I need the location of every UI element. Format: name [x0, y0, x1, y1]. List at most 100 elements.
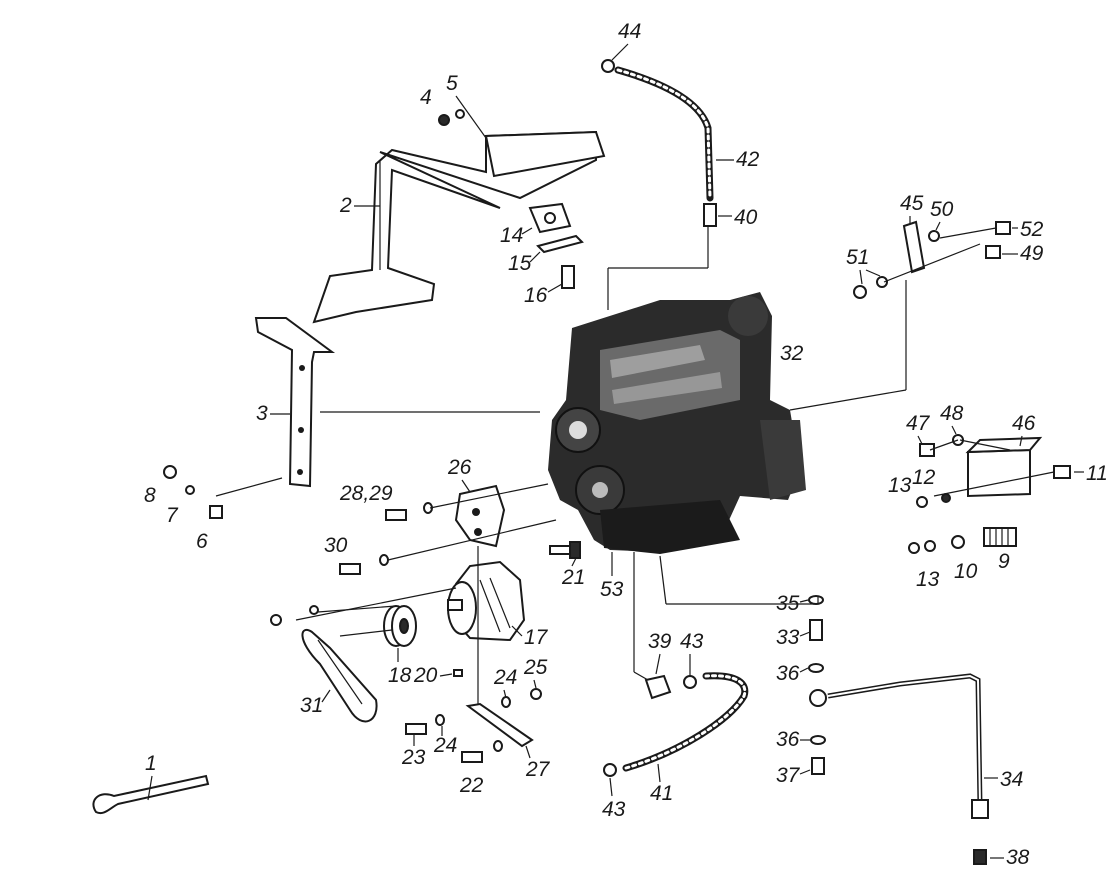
callout-30: 30 [324, 534, 348, 557]
bolt-part-21 [549, 541, 581, 559]
callout-24a: 24 [433, 734, 457, 757]
leader-lines [215, 226, 1055, 704]
callout-52: 52 [1020, 218, 1044, 241]
callout-43a: 43 [680, 630, 704, 653]
v-belt-part-31 [301, 629, 378, 723]
callout-12: 12 [912, 466, 936, 489]
callout-35: 35 [776, 592, 800, 615]
nut-part-8-left [163, 465, 177, 479]
callout-37: 37 [776, 764, 801, 787]
key-part-20 [453, 669, 463, 677]
callout-15: 15 [508, 252, 532, 275]
bolt-part-11 [1053, 465, 1071, 479]
bolt-part-30 [339, 563, 361, 575]
callout-6: 6 [196, 530, 208, 553]
elbow-fitting-part-39 [644, 674, 672, 700]
bracket-part-26 [454, 484, 506, 548]
callout-47: 47 [906, 412, 931, 435]
banjo-fitting [809, 689, 827, 707]
callout-1: 1 [145, 752, 157, 775]
callout-49: 49 [1020, 242, 1044, 265]
plate-part-15 [536, 234, 584, 254]
clamp-part-43-upper [683, 675, 697, 689]
pipe-part-34 [827, 673, 983, 807]
washer-part-5-lower [493, 740, 503, 752]
spring-part-9 [983, 527, 1017, 547]
adjusting-strap-part-27 [465, 702, 534, 748]
callout-labels: 1 2 3 4 5 6 7 8 9 10 11 12 13 13 14 15 1… [144, 20, 1106, 869]
callout-38: 38 [1006, 846, 1030, 869]
upright-bracket-part-3 [254, 317, 336, 488]
callout-18: 18 [388, 664, 412, 687]
bolt-part-37 [811, 757, 825, 775]
washer-part-7-low [309, 605, 319, 615]
support-bracket-part-2 [312, 130, 606, 324]
callout-33: 33 [776, 626, 800, 649]
washer-part-10 [951, 535, 965, 549]
alternator-part-17 [447, 560, 526, 642]
callout-36a: 36 [776, 662, 800, 685]
bolt-part-47 [919, 443, 935, 457]
mount-block-part-14 [528, 202, 572, 234]
callout-40: 40 [734, 206, 758, 229]
callout-36b: 36 [776, 728, 800, 751]
pipe-nut [971, 799, 989, 819]
nut-part-8-mid [270, 614, 282, 626]
callout-46: 46 [1012, 412, 1036, 435]
pulley-part-18 [383, 605, 417, 647]
bolt-part-22 [461, 751, 483, 763]
hose-part-42 [601, 59, 717, 227]
callout-24b: 24 [493, 666, 517, 689]
washer-part-35 [808, 595, 824, 605]
callout-8: 8 [144, 484, 156, 507]
bolt-part-38 [973, 849, 987, 865]
callout-21: 21 [561, 566, 585, 589]
nut-part-13-upper [916, 496, 928, 508]
bolt-part-49 [985, 245, 1001, 259]
callout-23: 23 [401, 746, 426, 769]
callout-44: 44 [618, 20, 641, 43]
washer-part-36-lower [810, 735, 826, 745]
bolt-part-6 [209, 505, 223, 519]
callout-14: 14 [500, 224, 523, 247]
callout-43b: 43 [602, 798, 626, 821]
callout-11: 11 [1086, 462, 1106, 485]
washer-part-24-upper [501, 696, 511, 708]
bolt-part-23 [405, 723, 427, 735]
callout-3: 3 [256, 402, 268, 425]
callout-31: 31 [300, 694, 323, 717]
bolt-part-28-29 [385, 509, 407, 521]
washer-part-7-mid [379, 554, 389, 566]
engine-block-part-32 [548, 292, 806, 554]
callout-34: 34 [1000, 768, 1023, 791]
callout-16: 16 [524, 284, 548, 307]
bracket-part-45 [902, 220, 926, 274]
callout-50: 50 [930, 198, 954, 221]
nut-part-51 [853, 276, 888, 299]
wrench-part-1 [92, 774, 210, 814]
washer-part-12 [941, 493, 951, 503]
washer-part-5-top [455, 109, 465, 119]
banjo-bolt-part-33 [809, 619, 823, 641]
callout-51: 51 [846, 246, 869, 269]
callout-20: 20 [413, 664, 438, 687]
nut-part-13-lower [908, 540, 936, 554]
callout-27: 27 [525, 758, 551, 781]
callout-10: 10 [954, 560, 978, 583]
callout-25: 25 [523, 656, 548, 679]
bolt-part-52 [995, 221, 1011, 235]
nut-part-4 [438, 114, 450, 126]
callout-7: 7 [166, 504, 179, 527]
callout-45: 45 [900, 192, 924, 215]
nut-part-25 [530, 688, 542, 700]
washer-part-7-left [185, 485, 195, 495]
callout-22: 22 [459, 774, 484, 797]
callout-42: 42 [736, 148, 760, 171]
callout-5: 5 [446, 72, 458, 95]
callout-53: 53 [600, 578, 624, 601]
callout-26: 26 [447, 456, 472, 479]
hose-part-41 [622, 672, 749, 772]
bolt-part-16 [561, 265, 575, 289]
bracket-part-46 [965, 436, 1043, 498]
